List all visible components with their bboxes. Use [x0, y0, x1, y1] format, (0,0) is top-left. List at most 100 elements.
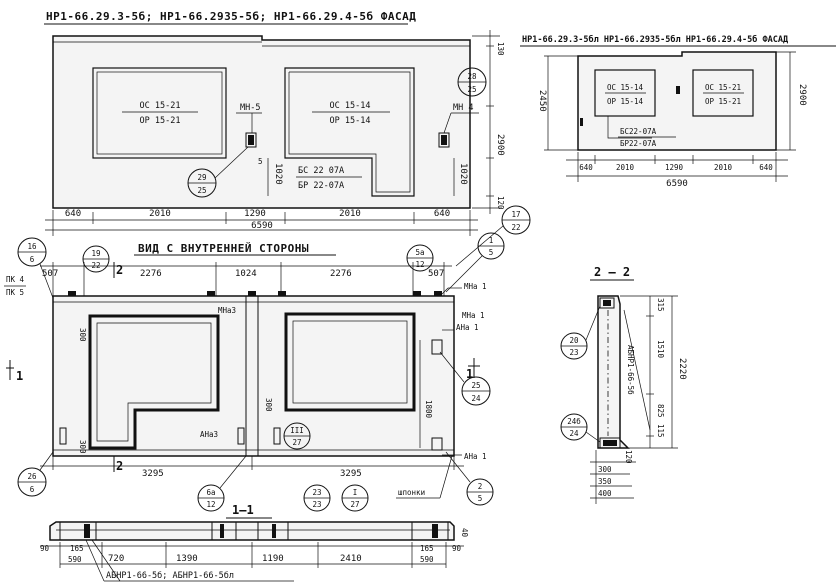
- inner-view-title: ВИД С ВНУТРЕННЕЙ СТОРОНЫ: [138, 242, 309, 255]
- label-300b: 300: [78, 440, 87, 454]
- svg-text:23: 23: [312, 500, 321, 509]
- section-1-mark-right: 1: [466, 358, 480, 381]
- facade-dim-1020a: 1020: [273, 163, 283, 185]
- svg-text:24: 24: [471, 394, 481, 403]
- facade-dim-2010b: 2010: [339, 209, 361, 219]
- inner-dim-2276b: 2276: [330, 269, 352, 279]
- svg-text:1: 1: [489, 236, 494, 245]
- pk5-label: ПК 5: [6, 288, 24, 297]
- section-2-mark-top: 2: [116, 263, 123, 277]
- svg-text:III: III: [290, 426, 304, 435]
- inner-dim-3295a: 3295: [142, 469, 164, 479]
- balloon-16-6: 16 6: [17, 237, 54, 299]
- balloon-19-22: 19 22: [82, 245, 110, 273]
- balloon-26-6: 26 6: [17, 451, 54, 497]
- svg-text:ОС 15-21: ОС 15-21: [705, 83, 741, 92]
- svg-text:22: 22: [91, 261, 100, 270]
- svg-text:590: 590: [68, 555, 82, 564]
- small-facade-dim-total: 6590: [666, 179, 688, 189]
- inner-view: ВИД С ВНУТРЕННЕЙ СТОРОНЫ ПК 4 ПК 5 507 2…: [4, 205, 531, 512]
- inner-window-left: [88, 314, 220, 450]
- inner-panel: [52, 295, 455, 457]
- small-facade-dim-2450: 2450: [537, 90, 547, 112]
- section-2-2-profile: [597, 295, 630, 449]
- section-1-1-label: АБНР1-66-5б; АБНР1-66-5бл: [106, 570, 234, 581]
- label-mna3: МНа3: [218, 306, 236, 315]
- facade-dim-640a: 640: [65, 209, 81, 219]
- svg-text:25: 25: [467, 85, 476, 94]
- section-1-1-dim-1390: 1390: [176, 554, 198, 564]
- svg-text:1: 1: [16, 369, 23, 383]
- svg-text:2010: 2010: [714, 163, 733, 172]
- facade-view: НР1-66.29.3-5б; НР1-66.2935-5б; НР1-66.2…: [44, 10, 505, 236]
- small-facade-door-1: БС22-07А: [620, 127, 657, 136]
- svg-text:6: 6: [30, 485, 35, 494]
- svg-text:22: 22: [511, 223, 520, 232]
- facade-window-right-label-1: ОС 15-14: [330, 101, 371, 111]
- balloon-23-23: 23 23: [303, 484, 331, 512]
- section-1-1-profile: [49, 521, 455, 541]
- balloon-I-27: I 27: [341, 484, 369, 512]
- inner-dim-1024: 1024: [235, 269, 257, 279]
- section-1-1-dim-720: 720: [108, 554, 124, 564]
- svg-text:23: 23: [569, 348, 578, 357]
- balloon-24b-24: 24б 24: [560, 413, 601, 443]
- inner-dim-2276a: 2276: [140, 269, 162, 279]
- svg-text:90: 90: [40, 544, 50, 553]
- svg-text:120: 120: [624, 450, 633, 464]
- svg-text:26: 26: [27, 472, 37, 481]
- section-2-2: 2 — 2 АБНР1-66-5б 20 23 24б 24 315: [560, 265, 687, 504]
- facade-dim-130: 130: [496, 42, 505, 56]
- svg-text:I: I: [353, 488, 358, 497]
- svg-text:23: 23: [312, 488, 321, 497]
- section-1-mark-left: 1: [6, 360, 23, 383]
- facade-small-5: 5: [258, 157, 263, 166]
- svg-text:5: 5: [489, 248, 494, 257]
- svg-text:19: 19: [91, 249, 100, 258]
- small-facade-dim-2900: 2900: [797, 84, 807, 106]
- section-2-mark-bottom: 2: [116, 459, 123, 473]
- facade-door-label-1: БС 22 07А: [298, 166, 344, 176]
- svg-text:12: 12: [415, 260, 424, 269]
- small-facade: НР1-66.29.3-5бл НР1-66.2935-5бл НР1-66.2…: [520, 34, 836, 189]
- svg-text:17: 17: [511, 210, 520, 219]
- svg-text:1: 1: [466, 367, 473, 381]
- balloon-29-25: 29 25: [187, 146, 249, 198]
- svg-text:165: 165: [420, 544, 434, 553]
- balloon-28-25: 28 25: [457, 67, 487, 97]
- svg-text:29: 29: [197, 173, 206, 182]
- svg-text:ОР 15-14: ОР 15-14: [607, 97, 644, 106]
- svg-text:115: 115: [656, 424, 665, 438]
- facade-dim-1290: 1290: [244, 209, 266, 219]
- svg-text:ОР 15-21: ОР 15-21: [705, 97, 741, 106]
- svg-text:5а: 5а: [415, 248, 424, 257]
- svg-text:5: 5: [478, 494, 483, 503]
- balloon-25-24: 25 24: [439, 351, 491, 406]
- facade-window-left-label-2: ОР 15-21: [140, 116, 181, 126]
- svg-text:300: 300: [598, 465, 612, 474]
- label-mna1-mid: МНа 1: [462, 311, 485, 320]
- svg-text:27: 27: [292, 438, 301, 447]
- svg-text:16: 16: [27, 242, 37, 251]
- svg-text:40: 40: [460, 528, 469, 538]
- facade-dim-640b: 640: [434, 209, 450, 219]
- svg-text:25: 25: [197, 186, 206, 195]
- small-facade-door-2: БР22-07А: [620, 139, 657, 148]
- balloon-6a-12: 6а 12: [197, 455, 247, 512]
- facade-dim-total: 6590: [251, 221, 273, 231]
- facade-mn4-label: МН 4: [453, 103, 473, 113]
- section-1-1-dim-2410: 2410: [340, 554, 362, 564]
- svg-text:12: 12: [206, 500, 215, 509]
- svg-text:2: 2: [478, 482, 483, 491]
- svg-text:2010: 2010: [616, 163, 635, 172]
- svg-text:6: 6: [30, 255, 35, 264]
- balloon-5a-12: 5а 12: [406, 244, 434, 272]
- label-1800: 1800: [424, 400, 433, 419]
- balloon-1-5: 1 5: [445, 232, 505, 293]
- facade-window-left-label-1: ОС 15-21: [140, 101, 181, 111]
- section-1-1-title: 1—1: [232, 503, 254, 517]
- facade-dim-2900: 2900: [495, 134, 505, 156]
- svg-text:90: 90: [452, 544, 462, 553]
- balloon-2-5: 2 5: [445, 451, 494, 506]
